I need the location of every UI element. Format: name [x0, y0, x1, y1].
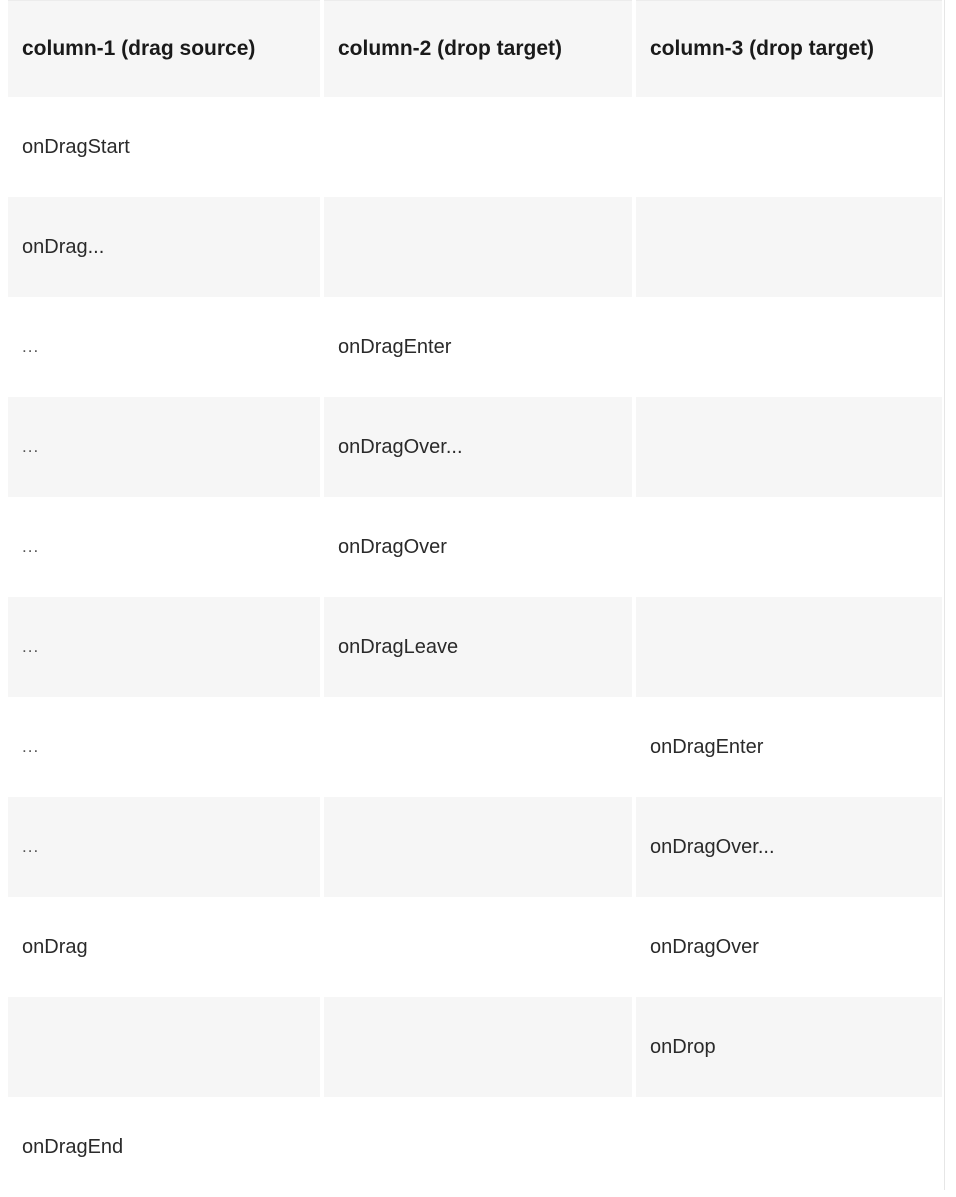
table-cell-col-1: ... — [8, 597, 320, 697]
table-cell-col-3 — [636, 497, 942, 597]
table-cell-col-1: onDrag... — [8, 197, 320, 297]
table-cell-col-2 — [324, 897, 632, 997]
table-cell-col-1: ... — [8, 397, 320, 497]
table-cell-col-1: ... — [22, 337, 40, 356]
table-row: ... onDragOver — [8, 497, 942, 597]
table-cell-col-2 — [324, 697, 632, 797]
table-cell-col-2 — [324, 97, 632, 197]
table-cell-col-3: onDragOver — [650, 935, 759, 958]
table-cell-col-1: onDragEnd — [22, 1135, 124, 1158]
table-cell-col-1: onDragStart — [22, 135, 130, 158]
table-cell-col-2 — [324, 797, 632, 897]
table-cell-col-3 — [636, 597, 942, 697]
table-cell-col-3 — [636, 97, 942, 197]
table-cell-col-2: onDragLeave — [324, 597, 632, 697]
table-row: ... onDragOver... — [8, 797, 942, 897]
table-cell-col-2: onDragOver — [338, 535, 447, 558]
table-row: onDragEnd — [8, 1097, 942, 1197]
table-cell-col-3: onDragOver... — [636, 797, 942, 897]
table-cell-col-3 — [636, 1097, 942, 1197]
drag-events-table-container: column-1 (drag source) column-2 (drop ta… — [8, 0, 945, 1190]
table-row: ...onDragLeave — [8, 597, 942, 697]
table-row: ... onDragEnter — [8, 697, 942, 797]
table-row: onDrop — [8, 997, 942, 1097]
table-cell-col-1: onDrag — [22, 935, 88, 958]
table-cell-col-2 — [324, 197, 632, 297]
table-cell-col-3 — [636, 297, 942, 397]
drag-events-table: column-1 (drag source) column-2 (drop ta… — [4, 0, 946, 1197]
table-cell-col-3 — [636, 197, 942, 297]
table-cell-col-2 — [324, 1097, 632, 1197]
table-row: onDrag... — [8, 197, 942, 297]
table-row: ... onDragEnter — [8, 297, 942, 397]
table-row: onDragStart — [8, 97, 942, 197]
table-cell-col-3 — [636, 397, 942, 497]
table-cell-col-1: ... — [22, 737, 40, 756]
column-header-1: column-1 (drag source) — [8, 0, 320, 97]
table-row: onDrag onDragOver — [8, 897, 942, 997]
table-row: ...onDragOver... — [8, 397, 942, 497]
table-cell-col-2: onDragOver... — [324, 397, 632, 497]
table-cell-col-3: onDrop — [636, 997, 942, 1097]
table-cell-col-3: onDragEnter — [650, 735, 764, 758]
table-cell-col-2 — [324, 997, 632, 1097]
column-header-2: column-2 (drop target) — [324, 0, 632, 97]
table-cell-col-2: onDragEnter — [338, 335, 452, 358]
table-cell-col-1 — [8, 997, 320, 1097]
column-header-3: column-3 (drop target) — [636, 0, 942, 97]
table-cell-col-1: ... — [22, 537, 40, 556]
table-header-row: column-1 (drag source) column-2 (drop ta… — [8, 0, 942, 97]
table-cell-col-1: ... — [8, 797, 320, 897]
